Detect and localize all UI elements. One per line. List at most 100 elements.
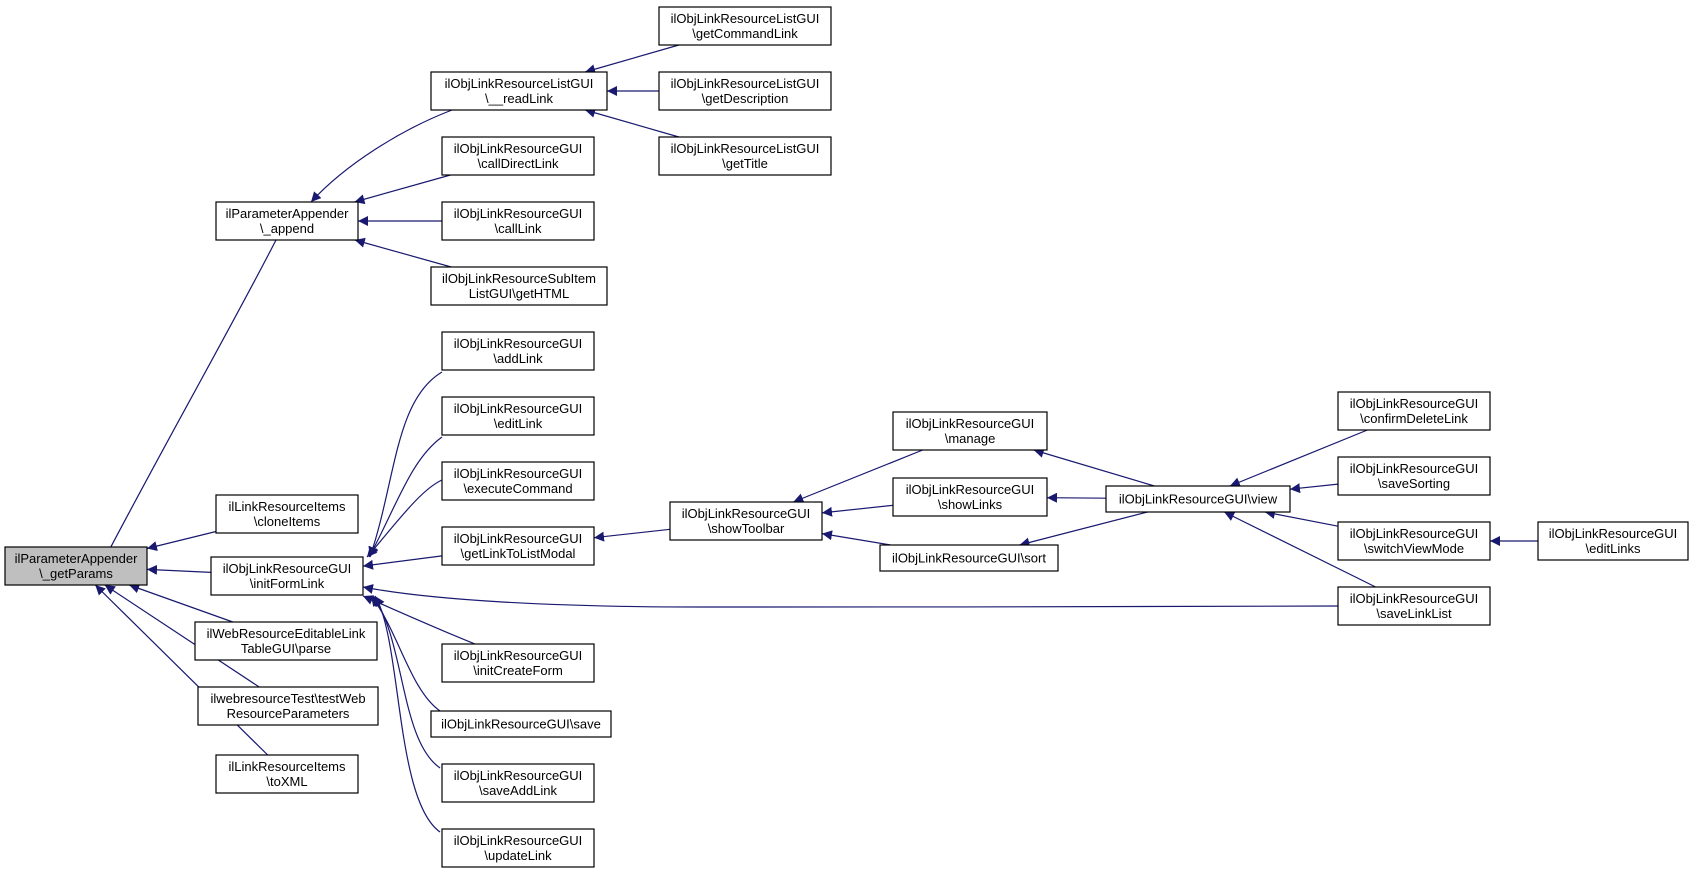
node-box xyxy=(441,136,595,176)
node-label-line: ilObjLinkResourceGUI xyxy=(906,416,1035,431)
edge-view-to-manage xyxy=(1033,448,1155,487)
node-label-line: \editLink xyxy=(494,416,543,431)
node-label-line: ListGUI\getHTML xyxy=(469,286,569,301)
node-box xyxy=(215,494,359,534)
node-label-line: ilObjLinkResourceGUI xyxy=(454,141,583,156)
node-label-line: ilObjLinkResourceGUI xyxy=(454,401,583,416)
node-label-line: \initCreateForm xyxy=(473,663,563,678)
node-label-line: \initFormLink xyxy=(250,576,325,591)
node-label-line: \addLink xyxy=(493,351,543,366)
node-label-line: \getDescription xyxy=(702,91,789,106)
node-label-line: ResourceParameters xyxy=(227,706,350,721)
node-show-links[interactable]: ilObjLinkResourceGUI\showLinks xyxy=(892,477,1048,517)
node-view[interactable]: ilObjLinkResourceGUI\view xyxy=(1105,485,1291,513)
edge-editable-parse-to-get-params xyxy=(128,583,234,623)
node-label-line: \manage xyxy=(945,431,996,446)
edge-save-add-link-to-init-form-link xyxy=(372,595,441,769)
node-label-line: ilObjLinkResourceListGUI xyxy=(671,11,820,26)
node-label-line: ilObjLinkResourceGUI xyxy=(454,206,583,221)
edge-edit-link-to-init-form-link xyxy=(368,436,443,558)
node-box xyxy=(430,266,608,306)
node-label-line: \callDirectLink xyxy=(478,156,559,171)
node-get-command-link[interactable]: ilObjLinkResourceListGUI\getCommandLink xyxy=(658,6,832,46)
node-clone-items[interactable]: ilLinkResourceItems\cloneItems xyxy=(215,494,359,534)
nodes-layer: ilParameterAppender\_getParams ilParamete… xyxy=(4,6,1689,868)
node-manage[interactable]: ilObjLinkResourceGUI\manage xyxy=(892,411,1048,451)
node-label-line: ilObjLinkResourceGUI xyxy=(454,336,583,351)
edge-init-create-form-to-init-form-link xyxy=(362,595,476,645)
node-box xyxy=(1337,521,1491,561)
node-sort[interactable]: ilObjLinkResourceGUI\sort xyxy=(879,544,1059,572)
node-save-link-list[interactable]: ilObjLinkResourceGUI\saveLinkList xyxy=(1337,586,1491,626)
node-to-xml[interactable]: ilLinkResourceItems\toXML xyxy=(215,754,359,794)
edge-add-link-to-init-form-link xyxy=(368,371,443,558)
node-label-line: \saveSorting xyxy=(1378,476,1450,491)
node-test-web[interactable]: ilwebresourceTest\testWebResourceParamet… xyxy=(197,686,379,726)
node-get-title[interactable]: ilObjLinkResourceListGUI\getTitle xyxy=(658,136,832,176)
node-call-direct-link[interactable]: ilObjLinkResourceGUI\callDirectLink xyxy=(441,136,595,176)
node-box xyxy=(215,754,359,794)
node-label-line: \saveAddLink xyxy=(479,783,558,798)
node-label-line: ilObjLinkResourceGUI xyxy=(454,648,583,663)
edge-read-link-to-append xyxy=(310,109,453,203)
node-get-link-to-list-modal[interactable]: ilObjLinkResourceGUI\getLinkToListModal xyxy=(441,526,595,566)
node-label-line: ilObjLinkResourceGUI xyxy=(1549,526,1678,541)
node-edit-links[interactable]: ilObjLinkResourceGUI\editLinks xyxy=(1537,521,1689,561)
edge-save-link-list-to-init-form-link xyxy=(362,583,1339,608)
node-box xyxy=(892,411,1048,451)
edge-view-to-show-links xyxy=(1046,492,1107,503)
edge-sort-to-show-toolbar xyxy=(821,530,891,546)
node-confirm-delete-link[interactable]: ilObjLinkResourceGUI\confirmDeleteLink xyxy=(1337,391,1491,431)
node-label-line: \getCommandLink xyxy=(692,26,798,41)
node-label-line: ilObjLinkResourceGUI\view xyxy=(1119,492,1278,507)
node-add-link[interactable]: ilObjLinkResourceGUI\addLink xyxy=(441,331,595,371)
node-box xyxy=(658,71,832,111)
node-label-line: \getLinkToListModal xyxy=(461,546,576,561)
edge-get-link-to-list-modal-to-init-form-link xyxy=(362,555,443,570)
node-switch-view-mode[interactable]: ilObjLinkResourceGUI\switchViewMode xyxy=(1337,521,1491,561)
node-init-form-link[interactable]: ilObjLinkResourceGUI\initFormLink xyxy=(210,556,364,596)
edge-get-command-link-to-read-link xyxy=(584,44,680,75)
node-box xyxy=(1337,586,1491,626)
node-label-line: \saveLinkList xyxy=(1376,606,1452,621)
node-save-sorting[interactable]: ilObjLinkResourceGUI\saveSorting xyxy=(1337,456,1491,496)
node-box xyxy=(658,136,832,176)
node-get-params[interactable]: ilParameterAppender\_getParams xyxy=(4,546,148,586)
node-box xyxy=(1337,391,1491,431)
node-box xyxy=(658,6,832,46)
node-edit-link[interactable]: ilObjLinkResourceGUI\editLink xyxy=(441,396,595,436)
node-show-toolbar[interactable]: ilObjLinkResourceGUI\showToolbar xyxy=(669,501,823,541)
node-label-line: TableGUI\parse xyxy=(241,641,331,656)
node-box xyxy=(892,477,1048,517)
node-label-line: \switchViewMode xyxy=(1364,541,1464,556)
node-label-line: \executeCommand xyxy=(463,481,572,496)
node-save-add-link[interactable]: ilObjLinkResourceGUI\saveAddLink xyxy=(441,763,595,803)
node-box xyxy=(1337,456,1491,496)
node-execute-command[interactable]: ilObjLinkResourceGUI\executeCommand xyxy=(441,461,595,501)
node-box xyxy=(4,546,148,586)
node-box xyxy=(441,526,595,566)
node-get-description[interactable]: ilObjLinkResourceListGUI\getDescription xyxy=(658,71,832,111)
node-box xyxy=(441,763,595,803)
node-read-link[interactable]: ilObjLinkResourceListGUI\__readLink xyxy=(430,71,608,111)
node-label-line: ilObjLinkResourceListGUI xyxy=(671,76,820,91)
node-label-line: \editLinks xyxy=(1586,541,1641,556)
node-box xyxy=(441,461,595,501)
edge-init-form-link-to-get-params xyxy=(146,564,212,575)
node-label-line: ilObjLinkResourceGUI xyxy=(454,768,583,783)
edge-show-toolbar-to-get-link-to-list-modal xyxy=(593,528,671,542)
node-save[interactable]: ilObjLinkResourceGUI\save xyxy=(430,710,612,738)
node-box xyxy=(215,201,359,241)
node-init-create-form[interactable]: ilObjLinkResourceGUI\initCreateForm xyxy=(441,643,595,683)
node-label-line: ilObjLinkResourceGUI xyxy=(454,833,583,848)
node-box xyxy=(441,828,595,868)
node-label-line: ilObjLinkResourceGUI xyxy=(1350,526,1479,541)
edge-execute-command-to-init-form-link xyxy=(366,479,443,558)
node-update-link[interactable]: ilObjLinkResourceGUI\updateLink xyxy=(441,828,595,868)
node-label-line: \showLinks xyxy=(938,497,1003,512)
node-call-link[interactable]: ilObjLinkResourceGUI\callLink xyxy=(441,201,595,241)
node-append[interactable]: ilParameterAppender\_append xyxy=(215,201,359,241)
